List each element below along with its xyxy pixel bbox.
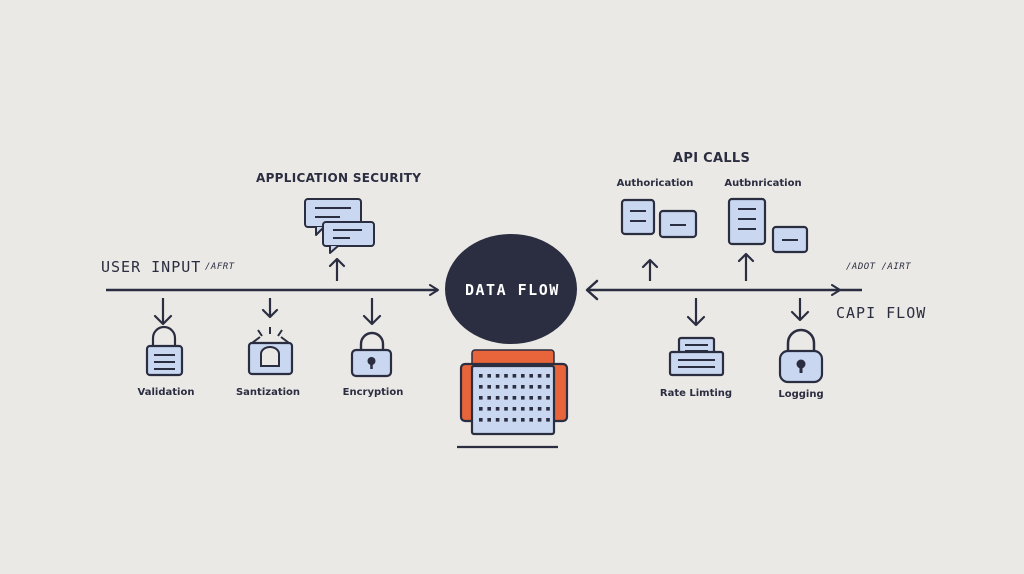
api-calls-label: API CALLS xyxy=(673,151,751,166)
autbnrication-label: Autbnrication xyxy=(724,178,802,189)
keyboard-key xyxy=(512,374,517,378)
keyboard-key xyxy=(479,407,483,411)
keyboard-key xyxy=(512,396,517,400)
keyboard-key xyxy=(546,396,550,400)
lock-icon xyxy=(145,325,184,377)
keyboard-key xyxy=(529,418,533,422)
user-input-tag: /AFRT xyxy=(205,262,235,272)
keyboard-key xyxy=(512,385,517,389)
keyboard-key xyxy=(504,418,508,422)
keyboard-key xyxy=(546,385,550,389)
keyboard-key xyxy=(521,374,525,378)
keyboard-key xyxy=(487,374,491,378)
keyboard-key xyxy=(495,374,500,378)
authorication-label: Authorication xyxy=(616,178,694,189)
basket-icon xyxy=(247,327,294,376)
card-icon xyxy=(658,209,698,239)
keyboard-key xyxy=(495,418,500,422)
keyboard-key xyxy=(537,396,542,400)
user-input-label: USER INPUT xyxy=(101,258,202,276)
up-arrow-app-security xyxy=(328,257,346,281)
keyboard-key xyxy=(512,407,517,411)
chat-bubbles-icon xyxy=(304,198,375,254)
keyboard-key xyxy=(529,396,533,400)
down-arrow-sanitization xyxy=(261,298,279,319)
keyboard-key xyxy=(537,418,542,422)
sanitization-label: Santization xyxy=(235,387,301,398)
encryption-label: Encryption xyxy=(342,387,404,398)
keyboard-key xyxy=(479,385,483,389)
keyboard-key xyxy=(546,407,550,411)
keyboard-key xyxy=(487,396,491,400)
keyboard-key xyxy=(479,418,483,422)
keyboard-key xyxy=(512,418,517,422)
up-arrow-auth-2 xyxy=(737,252,755,281)
keyboard-key xyxy=(521,396,525,400)
down-arrow-logging xyxy=(790,298,810,322)
capi-flow-label: CAPI FLOW xyxy=(836,304,927,322)
keyboard-key xyxy=(529,407,533,411)
keyboard-icon xyxy=(457,349,569,449)
keyboard-key xyxy=(495,385,500,389)
keyboard-key xyxy=(529,385,533,389)
keyboard-key xyxy=(495,396,500,400)
keyboard-key xyxy=(546,374,550,378)
rate-limiting-label: Rate Limting xyxy=(659,388,733,399)
keyboard-key xyxy=(537,407,542,411)
data-flow-hub xyxy=(445,234,577,344)
keyboard-key xyxy=(479,374,483,378)
padlock-icon xyxy=(778,328,824,384)
keyboard-key xyxy=(546,418,550,422)
down-arrow-encryption xyxy=(362,298,382,326)
keyboard-key xyxy=(495,407,500,411)
keyboard-key xyxy=(504,374,508,378)
server-icon xyxy=(668,336,725,377)
keyboard-key xyxy=(479,396,483,400)
down-arrow-rate-limiting xyxy=(686,298,706,327)
keyboard-key xyxy=(521,418,525,422)
down-arrow-validation xyxy=(153,298,173,326)
hub-label: DATA FLOW xyxy=(465,281,560,299)
padlock-icon xyxy=(350,331,393,378)
keyboard-key xyxy=(487,418,491,422)
keyboard-key xyxy=(537,374,542,378)
application-security-label: APPLICATION SECURITY xyxy=(256,171,422,185)
up-arrow-auth-1 xyxy=(641,258,659,281)
keyboard-key xyxy=(504,407,508,411)
document-icon xyxy=(727,197,767,246)
logging-label: Logging xyxy=(778,389,824,400)
keyboard-key xyxy=(537,385,542,389)
validation-label: Validation xyxy=(137,387,195,398)
keyboard-key xyxy=(504,396,508,400)
hub-left-arrowhead xyxy=(585,279,599,301)
card-icon xyxy=(771,225,809,254)
keyboard-key xyxy=(487,407,491,411)
keyboard-key xyxy=(529,374,533,378)
keyboard-key xyxy=(521,385,525,389)
document-icon xyxy=(620,198,656,236)
keyboard-key xyxy=(521,407,525,411)
keyboard-key xyxy=(487,385,491,389)
keyboard-key xyxy=(504,385,508,389)
keyboard-key-grid xyxy=(479,374,550,422)
flow-tag: /ADOT /AIRT xyxy=(846,262,912,272)
